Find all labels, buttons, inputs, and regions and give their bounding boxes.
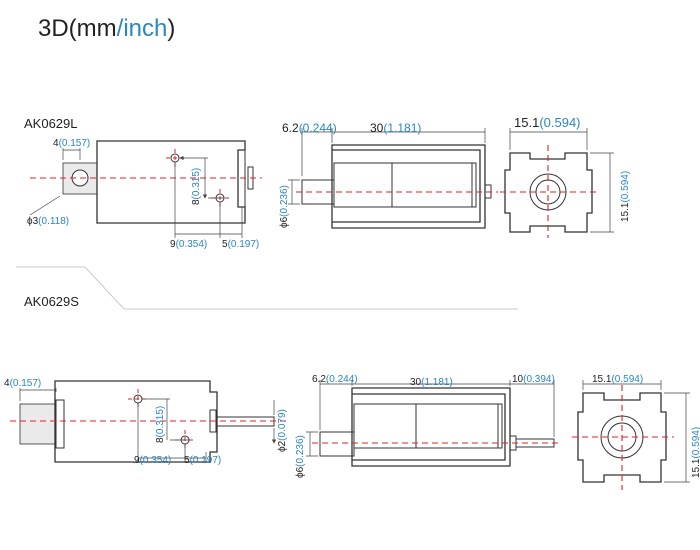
s-dim-body-len: 30(1.181) <box>410 377 453 388</box>
s-coil <box>353 403 503 449</box>
s-frame <box>351 387 511 467</box>
l-dim-body-len: 30(1.181) <box>370 121 421 135</box>
page-title: 3D(mm/inch) <box>38 15 175 42</box>
s-dim-face-h: 15.1(0.594) <box>691 427 700 478</box>
l-dim-face-w: 15.1(0.594) <box>514 115 581 130</box>
model-s-top-view <box>306 380 562 467</box>
s-dim-hole-h1: 9(0.354) <box>134 455 171 466</box>
l-frame-face <box>504 152 593 233</box>
s-dim-hole-v: 8(0.315) <box>155 406 166 443</box>
s-dim-pin-len: 10(0.394) <box>512 374 555 385</box>
s-dim-left-offset: 4(0.157) <box>4 378 41 389</box>
model-l-name: AK0629L <box>24 116 78 131</box>
l-dim-hole-h1: 9(0.354) <box>170 239 207 250</box>
l-coil <box>333 162 477 208</box>
l-dim-shaft: ϕ6(0.236) <box>279 185 290 228</box>
model-l-side-view <box>29 140 262 238</box>
s-dim-face-w: 15.1(0.594) <box>592 374 643 385</box>
model-s-side-view <box>10 380 290 463</box>
model-l-top-view <box>288 128 498 229</box>
model-l-end-view <box>500 128 614 238</box>
s-body-outline <box>54 380 218 463</box>
s-dim-hole-h2: 5(0.197) <box>184 455 221 466</box>
s-dim-pin: ϕ2(0.079) <box>277 409 288 452</box>
l-dim-left-offset: 4(0.157) <box>53 138 90 149</box>
s-dim-shaft: ϕ6(0.236) <box>295 435 306 478</box>
l-dim-hole-v: 8(0.315) <box>191 168 202 205</box>
model-s-end-view <box>572 380 690 490</box>
l-body-outline <box>96 140 246 224</box>
s-plunger <box>319 431 355 457</box>
l-dim-hole-h2: 5(0.197) <box>222 239 259 250</box>
section-separator <box>16 266 518 310</box>
model-s-name: AK0629S <box>24 294 79 309</box>
s-end-cap <box>19 403 57 445</box>
l-dim-face-h: 15.1(0.594) <box>620 171 631 222</box>
l-dim-plunger-ext: 6.2(0.244) <box>282 121 337 135</box>
l-dim-bore: ϕ3(0.118) <box>27 216 69 227</box>
s-dim-plunger-ext: 6.2(0.244) <box>312 374 358 385</box>
l-frame <box>331 144 486 229</box>
s-frame-face <box>577 392 667 483</box>
